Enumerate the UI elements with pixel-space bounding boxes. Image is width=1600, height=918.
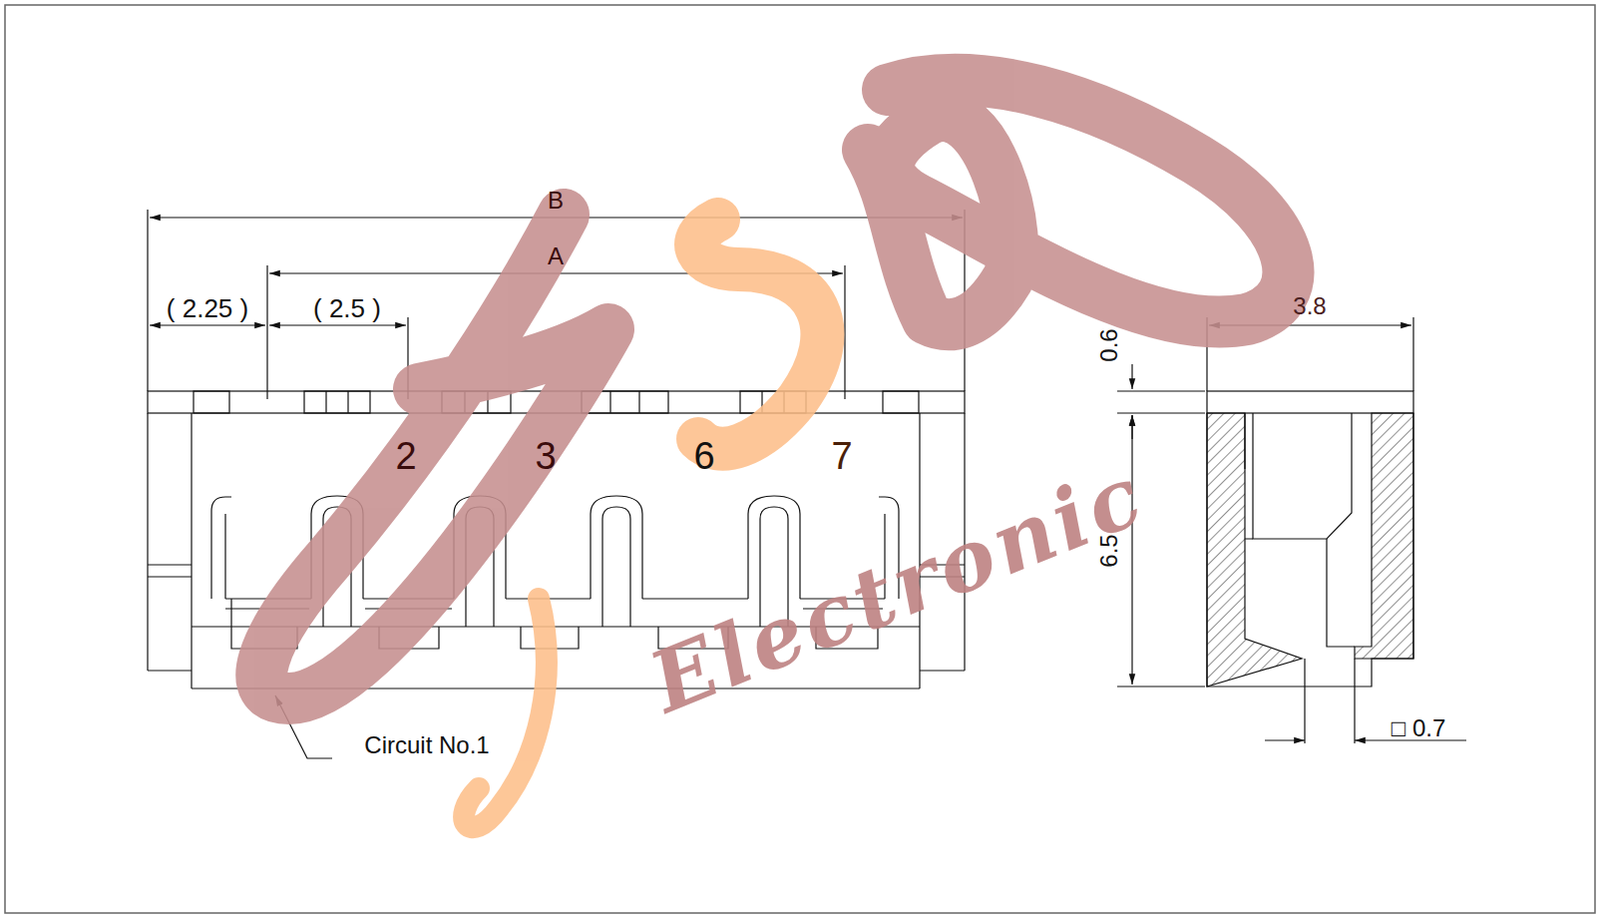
callout-label: Circuit No.1 <box>364 733 489 758</box>
dimension-letter: A <box>547 244 564 269</box>
circuit-number: 2 <box>395 436 416 475</box>
dimension-value: ( 2.25 ) <box>166 295 249 322</box>
dimension-letter: B <box>547 188 564 213</box>
dimension-value: □ 0.7 <box>1391 716 1447 741</box>
dimension-value: 3.8 <box>1292 294 1326 319</box>
dimension-value: ( 2.5 ) <box>313 295 382 322</box>
watermark-text: Electronic <box>639 451 1156 726</box>
circuit-number: 6 <box>693 436 715 475</box>
circuit-number: 7 <box>830 436 852 475</box>
circuit-number: 3 <box>534 436 556 475</box>
dimension-value: 0.6 <box>1097 328 1122 362</box>
